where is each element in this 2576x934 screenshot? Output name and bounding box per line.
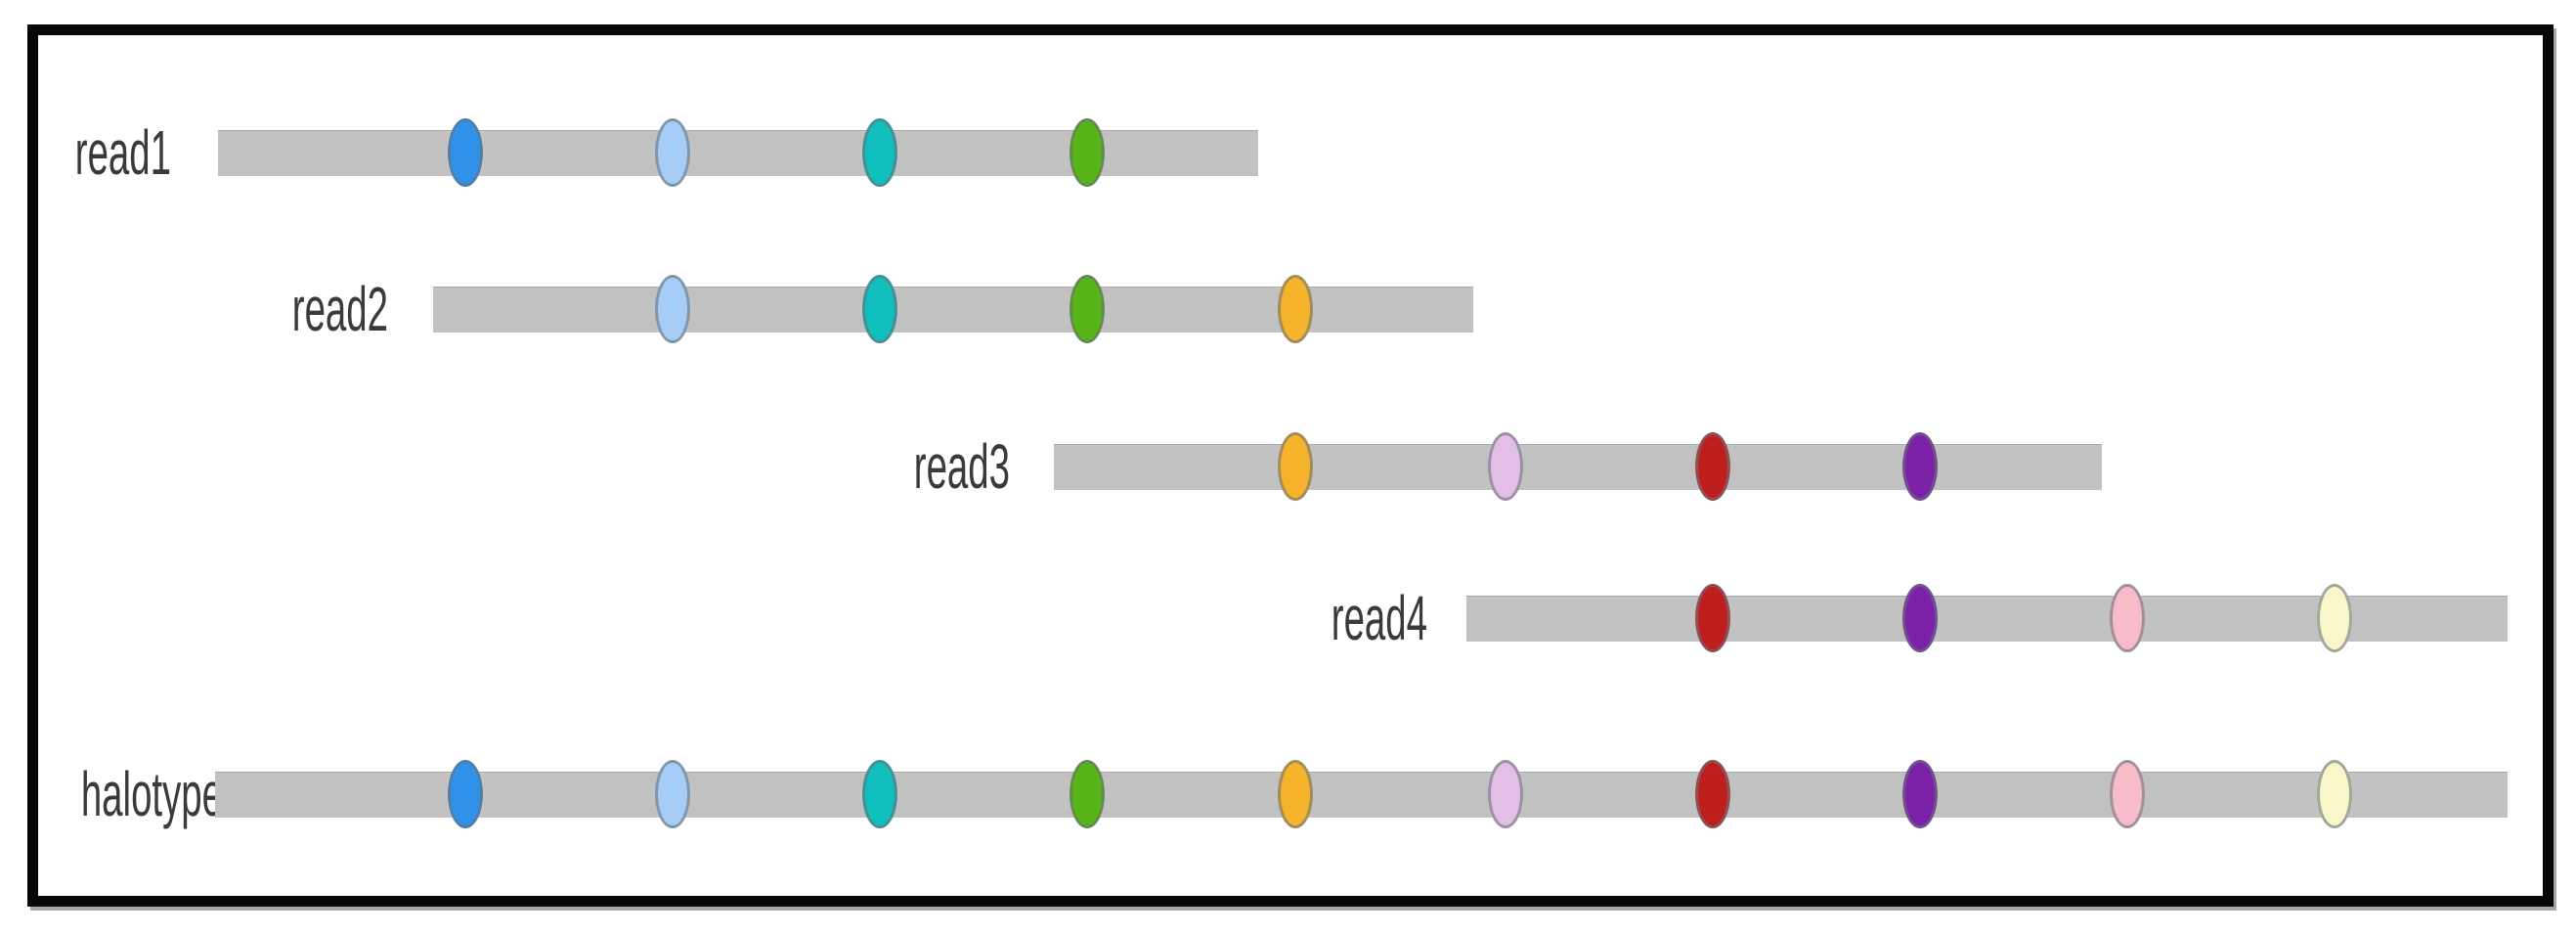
variant-10-dot xyxy=(2317,760,2352,828)
variant-4-dot xyxy=(1070,275,1105,343)
row-label-read3: read3 xyxy=(913,431,1010,502)
variant-2-dot xyxy=(655,118,690,187)
variant-8-dot xyxy=(1902,760,1938,828)
variant-7-dot xyxy=(1695,760,1730,828)
variant-4-dot xyxy=(1070,118,1105,187)
variant-6-dot xyxy=(1488,432,1523,501)
variant-8-dot xyxy=(1902,432,1938,501)
row-label-halotype: halotype xyxy=(80,759,223,829)
variant-4-dot xyxy=(1070,760,1105,828)
row-label-read4: read4 xyxy=(1331,583,1427,653)
variant-3-dot xyxy=(862,275,897,343)
variant-3-dot xyxy=(862,760,897,828)
variant-7-dot xyxy=(1695,432,1730,501)
variant-5-dot xyxy=(1278,275,1313,343)
variant-7-dot xyxy=(1695,584,1730,652)
read-bar-read2 xyxy=(433,287,1473,333)
variant-2-dot xyxy=(655,760,690,828)
row-label-read2: read2 xyxy=(291,274,388,344)
variant-2-dot xyxy=(655,275,690,343)
variant-6-dot xyxy=(1488,760,1523,828)
row-label-read1: read1 xyxy=(74,117,171,188)
variant-9-dot xyxy=(2110,760,2145,828)
variant-5-dot xyxy=(1278,432,1313,501)
variant-3-dot xyxy=(862,118,897,187)
variant-8-dot xyxy=(1902,584,1938,652)
read-bar-halotype xyxy=(215,772,2508,818)
variant-10-dot xyxy=(2317,584,2352,652)
variant-9-dot xyxy=(2110,584,2145,652)
variant-1-dot xyxy=(448,760,483,828)
read-bar-read3 xyxy=(1054,444,2102,490)
variant-5-dot xyxy=(1278,760,1313,828)
variant-1-dot xyxy=(448,118,483,187)
figure-border-frame xyxy=(27,24,2554,907)
